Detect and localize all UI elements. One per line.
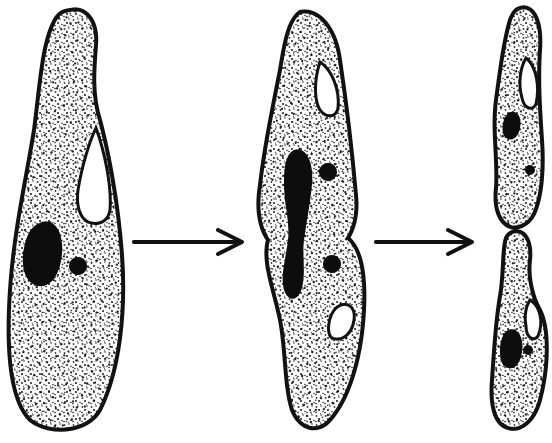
micronucleus-bottom [323, 255, 341, 273]
stage-2-cell [258, 12, 364, 429]
micronucleus-top [319, 163, 337, 181]
micronucleus [525, 165, 535, 175]
micronucleus [69, 257, 87, 275]
stage-1-cell [9, 9, 124, 429]
stage-3-daughter-top [495, 7, 543, 227]
arrow-2 [376, 230, 472, 254]
micronucleus [523, 345, 533, 355]
stage-3-daughter-bottom [492, 231, 547, 429]
cell-body-texture [258, 12, 364, 429]
arrow-1 [134, 230, 242, 254]
